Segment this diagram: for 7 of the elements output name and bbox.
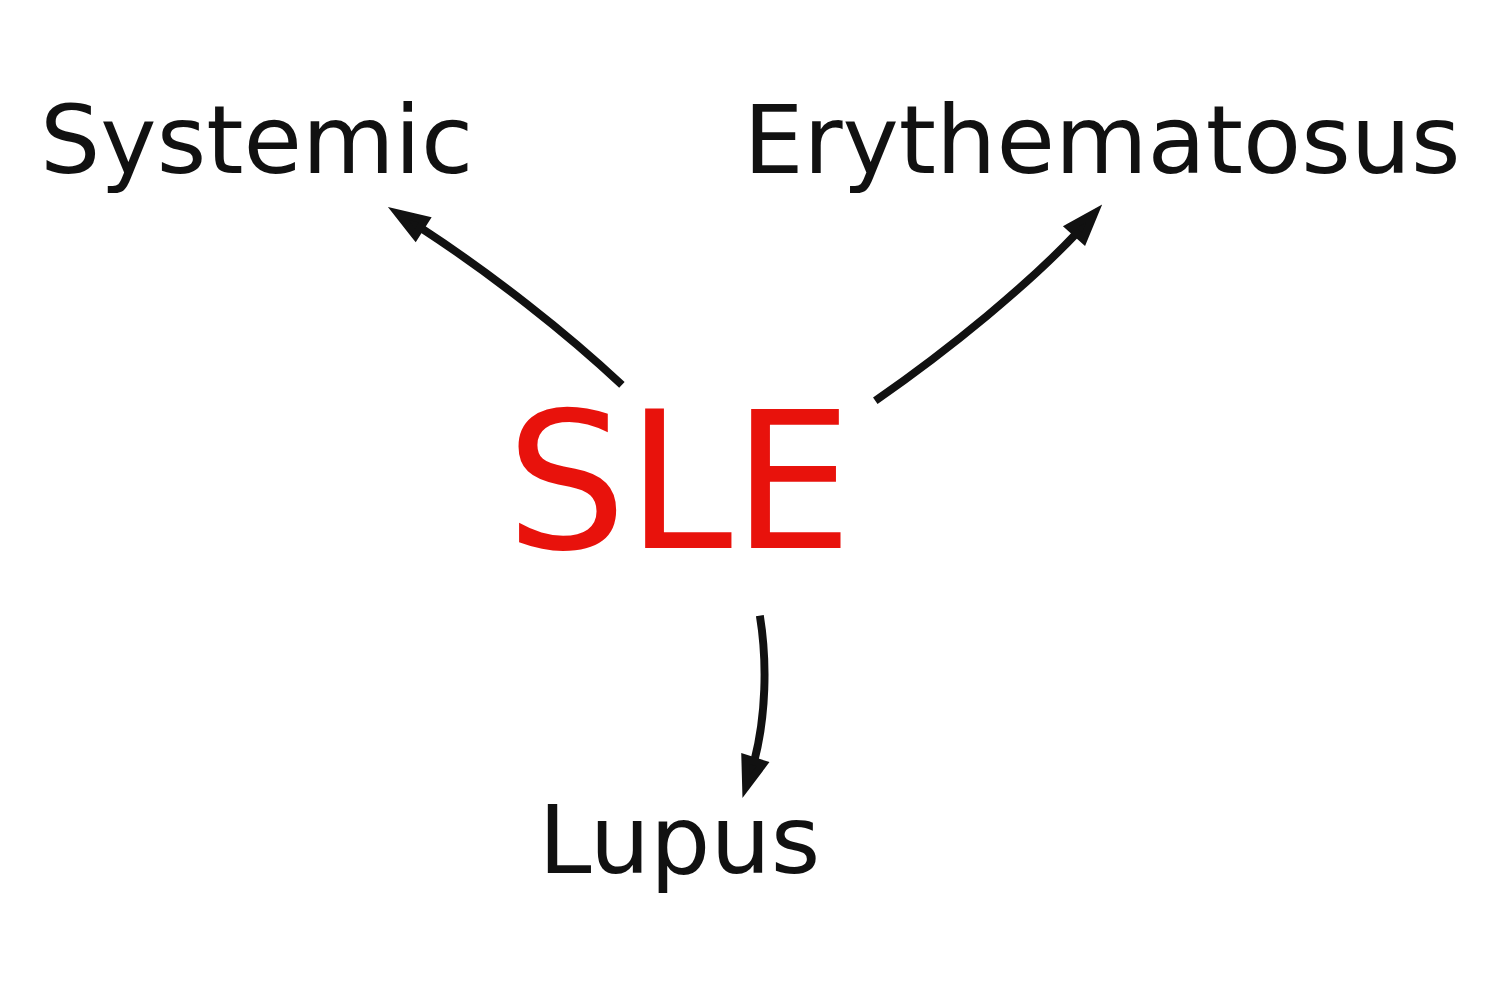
- arrow: [741, 614, 770, 798]
- arrow: [873, 204, 1103, 404]
- arrow: [387, 207, 625, 388]
- node-text: Erythematosus: [743, 85, 1461, 196]
- node-text: SLE: [505, 370, 853, 593]
- node-text: Systemic: [40, 85, 474, 196]
- node-text: Lupus: [538, 785, 821, 896]
